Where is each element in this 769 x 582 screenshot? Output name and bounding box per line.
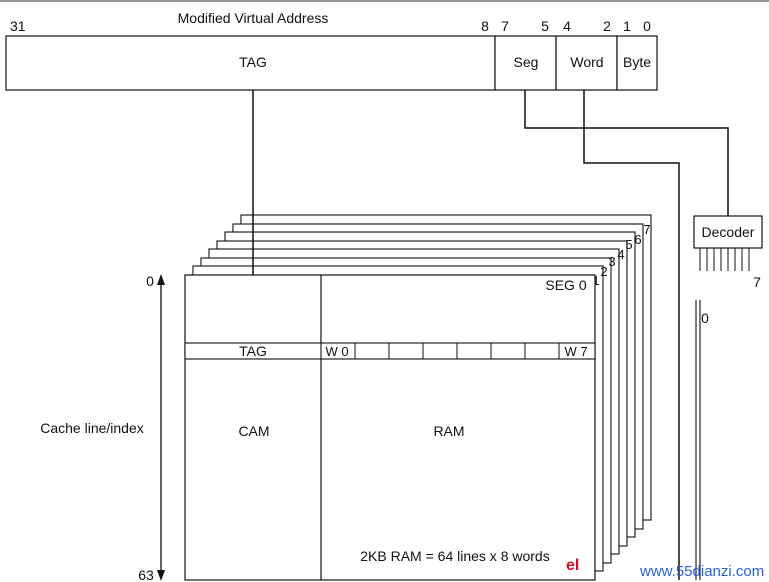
decoder-label: Decoder <box>702 224 755 240</box>
word-last-label: W 7 <box>564 344 587 359</box>
watermark-brand: el <box>566 557 579 574</box>
bit-0-label: 0 <box>643 18 651 34</box>
seg-to-decoder-line <box>524 90 729 216</box>
segment-label-3: 3 <box>608 254 615 269</box>
index-top-label: 0 <box>146 273 154 289</box>
decoder-select-lines <box>695 300 701 580</box>
address-seg-field <box>494 35 557 91</box>
bit-1-label: 1 <box>623 18 631 34</box>
segment-label-1: 1 <box>592 273 599 288</box>
index-label-backdrop <box>30 418 156 438</box>
address-seg-label: Seg <box>514 54 539 70</box>
address-byte-field <box>616 35 658 91</box>
bit-4-label: 4 <box>563 18 571 34</box>
address-word-label: Word <box>570 54 603 70</box>
arrow-up-icon <box>157 274 165 285</box>
segment-plane-0 <box>184 274 596 581</box>
word-first-label: W 0 <box>325 344 348 359</box>
word-select-line <box>583 90 680 580</box>
segment-label-5: 5 <box>625 237 632 252</box>
decoder-out-last: 7 <box>753 274 761 290</box>
bit-5-label: 5 <box>541 18 549 34</box>
tag-row-label: TAG <box>239 343 267 359</box>
watermark: el www.55dianzi.com <box>566 557 764 580</box>
segment-label-7: 7 <box>643 222 650 237</box>
decoder-outputs <box>699 248 750 271</box>
index-bottom-label: 63 <box>138 567 154 582</box>
segment-label-6: 6 <box>634 232 641 247</box>
index-label: Cache line/index <box>40 420 144 436</box>
cache-line-row <box>184 342 596 360</box>
watermark-site: www.55dianzi.com <box>639 563 764 580</box>
address-tag-field <box>5 35 496 91</box>
arrow-down-icon <box>157 570 165 581</box>
address-byte-label: Byte <box>623 54 651 70</box>
address-title: Modified Virtual Address <box>178 10 329 26</box>
address-word-field <box>555 35 618 91</box>
address-tag-label: TAG <box>239 54 267 70</box>
bit-8-label: 8 <box>481 18 489 34</box>
ram-label: RAM <box>433 423 464 439</box>
bit-7-label: 7 <box>501 18 509 34</box>
word-cells <box>354 343 560 359</box>
bit-2-label: 2 <box>603 18 611 34</box>
bit-31-label: 31 <box>10 18 26 34</box>
decoder-box <box>693 215 763 249</box>
decoder-out-first: 0 <box>701 310 709 326</box>
segment-label-2: 2 <box>600 264 607 279</box>
index-arrow <box>157 274 165 581</box>
segment-label-0: SEG 0 <box>545 277 586 293</box>
cam-label: CAM <box>238 423 269 439</box>
segment-label-4: 4 <box>617 247 624 262</box>
capacity-note: 2KB RAM = 64 lines x 8 words <box>360 548 549 564</box>
